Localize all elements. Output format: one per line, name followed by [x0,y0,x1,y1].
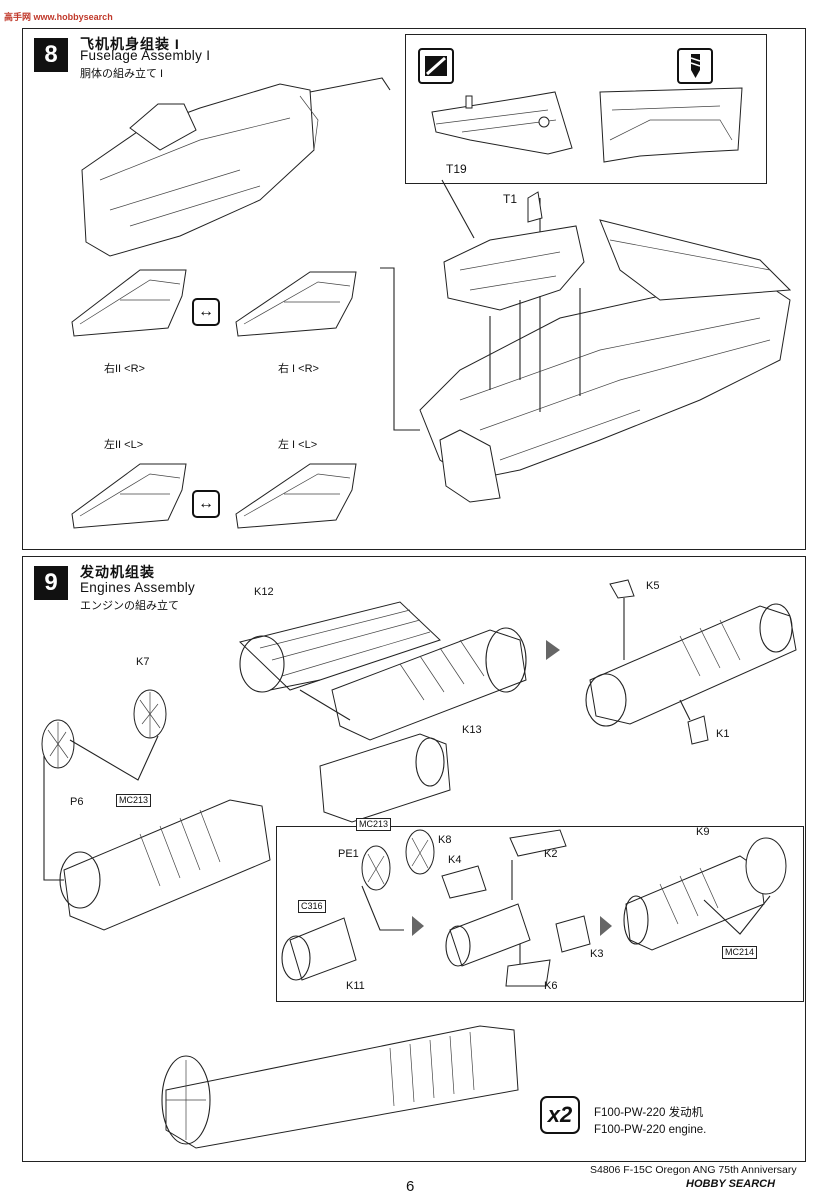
label-p6: P6 [70,796,84,808]
label-t1: T1 [503,192,518,206]
label-k8: K8 [438,834,452,846]
label-k13: K13 [462,724,482,736]
label-left2: 左II <L> [104,439,144,451]
label-k4: K4 [448,854,462,866]
label-k6: K6 [544,980,558,992]
step9-title-cn: 发动机组装 [80,564,155,580]
product-code: S4806 F-15C Oregon ANG 75th Anniversary [590,1164,797,1176]
label-k7: K7 [136,656,150,668]
label-k2: K2 [544,848,558,860]
label-k9: K9 [696,826,710,838]
label-k5: K5 [646,580,660,592]
label-k11: K11 [346,980,365,992]
label-pe1: PE1 [338,848,359,860]
quantity-badge: x2 [540,1096,580,1134]
watermark-logo: 高手网 www.hobbysearch [4,12,113,22]
step9-title-en: Engines Assembly [80,580,196,595]
page-number: 6 [406,1178,415,1195]
step9-panel [22,556,806,1162]
color-code-mc213: MC213 [356,818,392,831]
label-t19: T19 [446,162,467,176]
engine-name-en: F100-PW-220 engine. [594,1124,707,1136]
label-k12: K12 [254,586,274,598]
detail-box [405,34,767,184]
drill-icon [677,48,713,84]
color-code-mc214: MC214 [722,946,758,959]
hobby-search-logo: HOBBY SEARCH [686,1178,776,1190]
swap-arrows-icon: ↔ [192,298,220,326]
engine-name-cn: F100-PW-220 发动机 [594,1107,704,1119]
step8-number: 8 [34,38,68,72]
step9-title-jp: エンジンの組み立て [80,600,179,612]
label-right1: 右 I <R> [278,363,319,375]
step8-title-jp: 胴体の組み立て I [80,68,164,80]
color-code-c316: C316 [298,900,326,913]
step8-title-cn: 飞机机身组装 I [80,36,180,52]
step8-title-en: Fuselage Assembly I [80,48,211,63]
subassembly-box [276,826,804,1002]
label-right2: 右II <R> [104,363,145,375]
swap-arrows-icon: ↔ [192,490,220,518]
cut-icon [418,48,454,84]
label-k1: K1 [716,728,730,740]
step9-number: 9 [34,566,68,600]
label-k3: K3 [590,948,604,960]
label-left1: 左 I <L> [278,439,318,451]
color-code-mc213: MC213 [116,794,152,807]
step8-panel [22,28,806,550]
